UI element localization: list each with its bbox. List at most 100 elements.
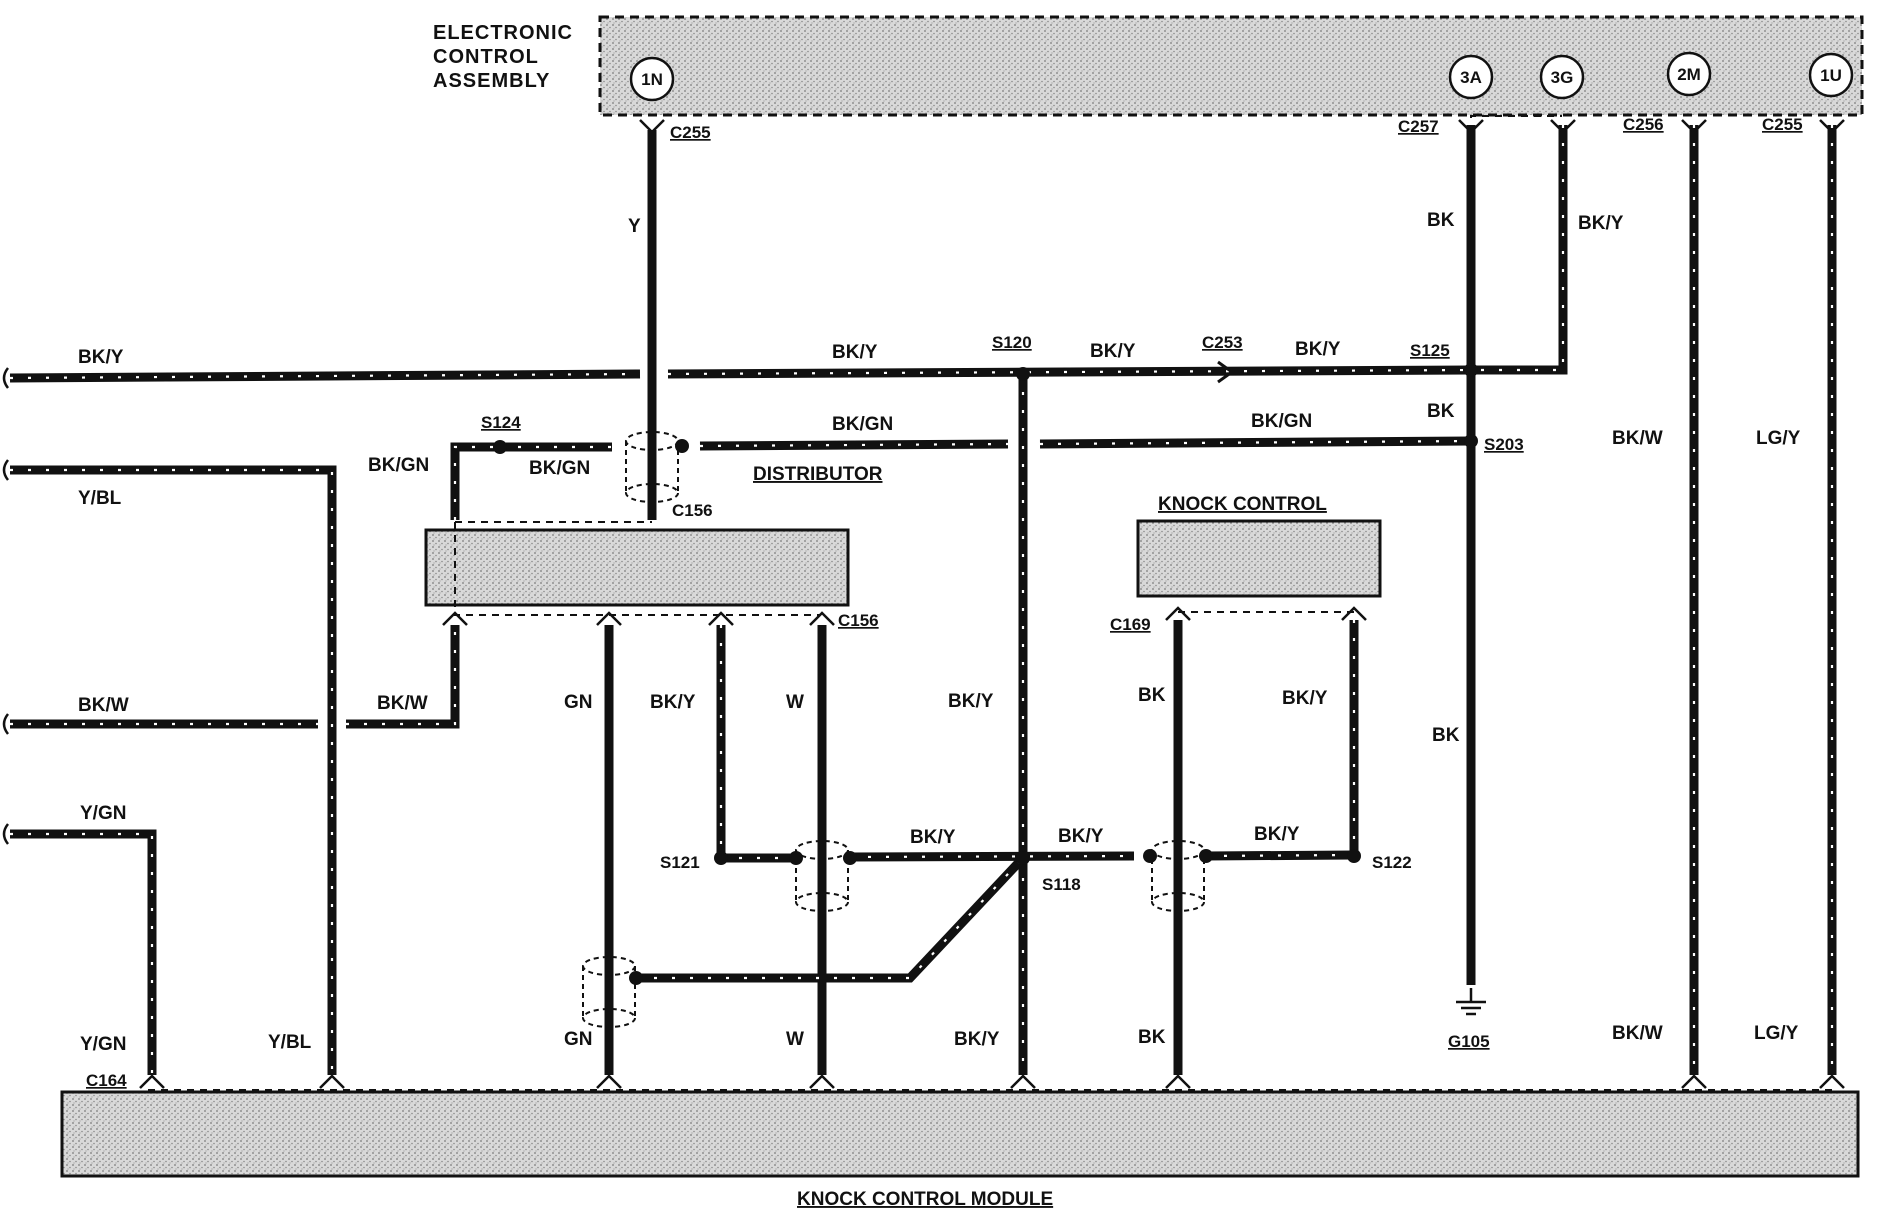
splice-s125-node [1464, 363, 1478, 377]
connector-c255-right: C255 [1762, 115, 1803, 134]
connector-c156-bottom: C156 [838, 611, 879, 630]
connector-c257: C257 [1398, 117, 1439, 136]
svg-text:1N: 1N [641, 70, 663, 89]
harness-break-marks [2, 367, 10, 845]
wire-label-bky-s118-right: BK/Y [1058, 826, 1104, 847]
connector-chevrons [139, 119, 1845, 1089]
wire-label-bk-s125: BK [1427, 401, 1455, 422]
shield-s121 [795, 840, 849, 912]
wire-label-y: Y [628, 216, 641, 237]
connector-c255-top: C255 [670, 123, 711, 142]
svg-text:2M: 2M [1677, 65, 1701, 84]
splice-s118: S118 [1042, 875, 1081, 894]
eca-pin-2m: 2M [1666, 51, 1712, 97]
splice-s120-node [1016, 367, 1030, 381]
svg-text:3G: 3G [1551, 68, 1574, 87]
wire-label-bky-kc: BK/Y [1282, 688, 1328, 709]
c257-dashed [1470, 115, 1562, 118]
wire-label-bkgn-s124-left: BK/GN [368, 455, 429, 476]
wire-label-bk-bottom: BK [1138, 1027, 1166, 1048]
connector-c164: C164 [86, 1071, 127, 1090]
wire-ybl [10, 465, 337, 1075]
shield-node-c [843, 851, 857, 865]
wire-bky-3g [1471, 125, 1568, 375]
wire-label-ygn-bottom: Y/GN [80, 1034, 126, 1055]
wire-label-bky-left: BK/Y [78, 347, 124, 368]
splice-s118-node [1016, 851, 1030, 865]
svg-text:3A: 3A [1460, 68, 1482, 87]
shield-node-f [629, 971, 643, 985]
wire-label-ybl-bottom: Y/BL [268, 1032, 312, 1053]
eca-pin-1n: 1N [629, 56, 675, 102]
wire-label-bkw-dist: BK/W [377, 693, 428, 714]
knock-control-label: KNOCK CONTROL [1158, 494, 1327, 515]
splice-s121: S121 [660, 853, 700, 872]
wire-label-bkgn-s124-right: BK/GN [529, 458, 590, 479]
splice-s122: S122 [1372, 853, 1412, 872]
eca-pin-3a: 3A [1448, 54, 1494, 100]
wire-label-bky-dist: BK/Y [650, 692, 696, 713]
shield-node-d [1143, 849, 1157, 863]
splice-s120: S120 [992, 333, 1032, 352]
wire-label-bk-g105: BK [1432, 725, 1460, 746]
wire-label-bkgn-right: BK/GN [1251, 411, 1312, 432]
connector-c256: C256 [1623, 115, 1664, 134]
wire-label-lgy-bottom: LG/Y [1754, 1023, 1799, 1044]
wire-label-bkw-bottom: BK/W [1612, 1023, 1663, 1044]
connector-c156-top: C156 [672, 501, 713, 520]
wire-label-ygn-left: Y/GN [80, 803, 126, 824]
wire-label-gn-dist: GN [564, 692, 593, 713]
wire-bkgn-s124 [450, 442, 612, 520]
shield-node-e [1199, 849, 1213, 863]
c253-connector-icon [1217, 360, 1235, 384]
ground-g105: G105 [1448, 1032, 1490, 1051]
splice-s121-node [714, 851, 728, 865]
electronic-control-assembly: ELECTRONIC CONTROL ASSEMBLY [433, 15, 1864, 117]
wire-label-bk-kc: BK [1138, 685, 1166, 706]
shield-node-b [789, 851, 803, 865]
wire-label-bk-3a: BK [1427, 210, 1455, 231]
wire-ygn [10, 829, 157, 1075]
wire-label-w-bottom: W [786, 1029, 804, 1050]
wire-label-bky-bottom: BK/Y [954, 1029, 1000, 1050]
distributor-box [424, 528, 850, 607]
wire-label-ybl-left: Y/BL [78, 488, 122, 509]
connector-c253: C253 [1202, 333, 1243, 352]
splice-s203-node [1464, 434, 1478, 448]
shield-node-a [675, 439, 689, 453]
distributor-label: DISTRIBUTOR [753, 464, 883, 485]
wire-label-gn-bottom: GN [564, 1029, 593, 1050]
connector-c169: C169 [1110, 615, 1151, 634]
wire-label-bkgn-mid: BK/GN [832, 414, 893, 435]
c156-bottom-dashed [454, 522, 820, 616]
wire-bkw-left [10, 625, 460, 729]
eca-pin-3g: 3G [1539, 54, 1585, 100]
splice-s124: S124 [481, 413, 521, 432]
splice-s124-node [493, 440, 507, 454]
knock-control-box [1136, 519, 1382, 598]
wire-label-bky-mid: BK/Y [832, 342, 878, 363]
svg-text:1U: 1U [1820, 66, 1842, 85]
shield-gn [582, 956, 636, 1028]
wire-bky-bus [9, 365, 1472, 383]
splice-s125: S125 [1410, 341, 1450, 360]
wire-label-bky-s122: BK/Y [1254, 824, 1300, 845]
ground-icon [1456, 988, 1486, 1016]
wire-label-bkw-left: BK/W [78, 695, 129, 716]
eca-title-line3: ASSEMBLY [433, 70, 550, 92]
wire-label-bky-s120-right: BK/Y [1090, 341, 1136, 362]
wire-label-bky-s118-left: BK/Y [910, 827, 956, 848]
wire-label-bky-3g: BK/Y [1578, 213, 1624, 234]
wire-label-bkw-2m: BK/W [1612, 428, 1663, 449]
wire-bky-s118 [721, 850, 1355, 863]
eca-title-line2: CONTROL [433, 46, 539, 68]
wire-label-w-dist: W [786, 692, 804, 713]
splice-s122-node [1347, 849, 1361, 863]
wire-label-bky-s120-down: BK/Y [948, 691, 994, 712]
splice-s203: S203 [1484, 435, 1524, 454]
wire-bkgn-bus [699, 436, 1472, 451]
knock-control-module-label: KNOCK CONTROL MODULE [797, 1189, 1053, 1210]
wire-label-bky-c253-right: BK/Y [1295, 339, 1341, 360]
eca-title-line1: ELECTRONIC [433, 22, 573, 44]
